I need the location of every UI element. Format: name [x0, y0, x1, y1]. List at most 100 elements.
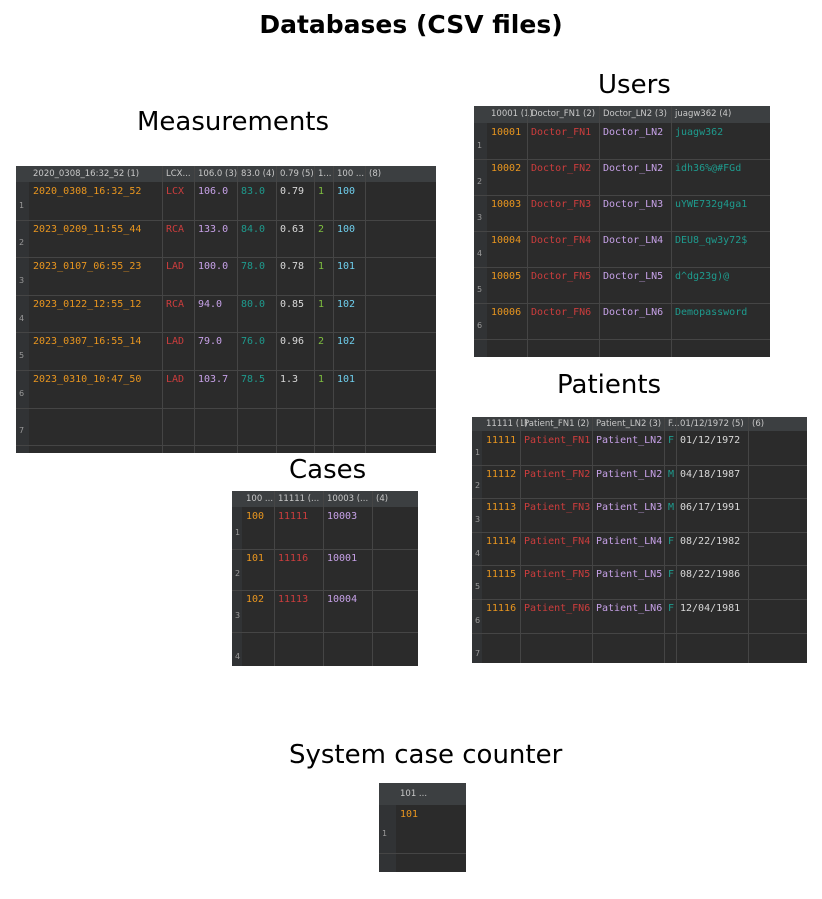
table-cell[interactable]: Doctor_FN6 [531, 307, 592, 318]
table-cell[interactable]: 10004 [327, 594, 358, 605]
table-cell[interactable]: 11111 [486, 435, 517, 446]
table-cell[interactable]: 10001 [327, 552, 358, 564]
table-cell[interactable]: Doctor_FN4 [531, 235, 592, 246]
column-header[interactable]: 01/12/1972 (5) [680, 419, 744, 429]
table-cell[interactable]: 11116 [486, 603, 517, 614]
table-cell[interactable]: 1 [318, 186, 325, 197]
table-cell[interactable]: 101 [337, 374, 356, 385]
table-cell[interactable]: 84.0 [241, 223, 266, 235]
table-cell[interactable]: Patient_FN6 [524, 603, 591, 614]
table-cell[interactable]: Patient_FN5 [524, 569, 591, 581]
column-header[interactable]: Patient_LN2 (3) [596, 419, 662, 429]
table-cell[interactable]: Doctor_LN6 [603, 307, 664, 318]
column-header[interactable]: 10001 (1) [491, 109, 533, 119]
table-cell[interactable]: 102 [337, 298, 356, 310]
column-header[interactable]: 2020_0308_16:32_52 (1) [33, 169, 140, 179]
table-cell[interactable]: 11114 [486, 535, 517, 547]
table-cell[interactable]: 2023_0310_10:47_50 [33, 374, 142, 385]
table-cell[interactable]: 102 [337, 336, 356, 348]
table-cell[interactable]: 11111 [278, 511, 309, 522]
table-cell[interactable]: 1.3 [280, 374, 299, 385]
table-cell[interactable]: Doctor_LN3 [603, 199, 664, 210]
table-cell[interactable]: 2023_0122_12:55_12 [33, 298, 142, 310]
table-cell[interactable]: 0.78 [280, 261, 305, 273]
table-cell[interactable]: 1 [318, 261, 325, 273]
table-cell[interactable]: 0.63 [280, 223, 305, 235]
table-cell[interactable]: LCX [166, 186, 185, 197]
table-cell[interactable]: 78.5 [241, 374, 266, 385]
table-cell[interactable]: Patient_FN2 [524, 468, 591, 480]
table-cell[interactable]: 04/18/1987 [680, 468, 741, 480]
column-header[interactable]: 11111 (1) [486, 419, 528, 429]
table-cell[interactable]: 2023_0209_11:55_44 [33, 223, 142, 235]
table-cell[interactable]: 100 [337, 223, 356, 235]
table-cell[interactable]: juagw362 [675, 127, 724, 138]
column-header[interactable]: 0.79 (5) [280, 169, 314, 179]
column-header[interactable]: Patient_FN1 (2) [524, 419, 590, 429]
column-header[interactable]: (8) [369, 169, 382, 179]
table-cell[interactable]: 2 [318, 223, 325, 235]
table-cell[interactable]: M [668, 468, 675, 480]
column-header[interactable]: 101 ... [400, 789, 428, 799]
table-cell[interactable]: 11113 [278, 594, 309, 605]
table-cell[interactable]: Patient_LN2 [596, 435, 663, 446]
table-cell[interactable]: 11113 [486, 502, 517, 514]
table-cell[interactable]: Patient_LN3 [596, 502, 663, 514]
table-cell[interactable]: d^dg23g)@ [675, 271, 730, 282]
table-cell[interactable]: F [668, 569, 675, 581]
table-cell[interactable]: RCA [166, 298, 185, 310]
table-cell[interactable]: 79.0 [198, 336, 223, 348]
table-cell[interactable]: 2023_0307_16:55_14 [33, 336, 142, 348]
table-cell[interactable]: 10005 [491, 271, 522, 282]
column-header[interactable]: LCX... [166, 169, 191, 179]
table-cell[interactable]: LAD [166, 374, 185, 385]
table-cell[interactable]: Doctor_LN2 [603, 163, 664, 174]
column-header[interactable]: 11111 (... [278, 494, 320, 504]
column-header[interactable]: 106.0 (3) [198, 169, 238, 179]
column-header[interactable]: 100 ... [246, 494, 274, 504]
table-cell[interactable]: DEU8_qw3y72$ [675, 235, 748, 246]
table-cell[interactable]: 10003 [491, 199, 522, 210]
table-cell[interactable]: M [668, 502, 675, 514]
table-cell[interactable]: 101 [246, 552, 265, 564]
table-cell[interactable]: 102 [246, 594, 265, 605]
column-header[interactable]: 100 ... [337, 169, 365, 179]
table-cell[interactable]: idh36%@#FGd [675, 163, 742, 174]
table-cell[interactable]: 08/22/1986 [680, 569, 741, 581]
table-cell[interactable]: RCA [166, 223, 185, 235]
table-cell[interactable]: 100.0 [198, 261, 229, 273]
table-cell[interactable]: 1 [318, 298, 325, 310]
table-cell[interactable]: 100 [246, 511, 265, 522]
table-cell[interactable]: 78.0 [241, 261, 266, 273]
table-cell[interactable]: 100 [337, 186, 356, 197]
table-cell[interactable]: 133.0 [198, 223, 229, 235]
table-cell[interactable]: Patient_FN1 [524, 435, 591, 446]
column-header[interactable]: Doctor_FN1 (2) [531, 109, 596, 119]
table-cell[interactable]: 11115 [486, 569, 517, 581]
column-header[interactable]: (6) [752, 419, 765, 429]
table-cell[interactable]: Doctor_FN3 [531, 199, 592, 210]
table-cell[interactable]: LAD [166, 261, 185, 273]
table-cell[interactable]: 106.0 [198, 186, 229, 197]
table-cell[interactable]: Patient_LN2 [596, 468, 663, 480]
table-cell[interactable]: 2020_0308_16:32_52 [33, 186, 142, 197]
table-cell[interactable]: Patient_LN4 [596, 535, 663, 547]
column-header[interactable]: Doctor_LN2 (3) [603, 109, 667, 119]
table-cell[interactable]: Patient_FN4 [524, 535, 591, 547]
column-header[interactable]: F... [668, 419, 680, 429]
table-cell[interactable]: 10001 [491, 127, 522, 138]
table-cell[interactable]: 76.0 [241, 336, 266, 348]
table-cell[interactable]: 10002 [491, 163, 522, 174]
column-header[interactable]: juagw362 (4) [675, 109, 732, 119]
table-cell[interactable]: 0.79 [280, 186, 305, 197]
table-cell[interactable]: Patient_LN6 [596, 603, 663, 614]
table-cell[interactable]: 80.0 [241, 298, 266, 310]
table-cell[interactable]: Demopassword [675, 307, 748, 318]
column-header[interactable]: 1... [318, 169, 332, 179]
table-cell[interactable]: F [668, 603, 675, 614]
table-cell[interactable]: 83.0 [241, 186, 266, 197]
table-cell[interactable]: 94.0 [198, 298, 223, 310]
table-cell[interactable]: 1 [318, 374, 325, 385]
table-cell[interactable]: Doctor_FN2 [531, 163, 592, 174]
table-cell[interactable]: 103.7 [198, 374, 229, 385]
